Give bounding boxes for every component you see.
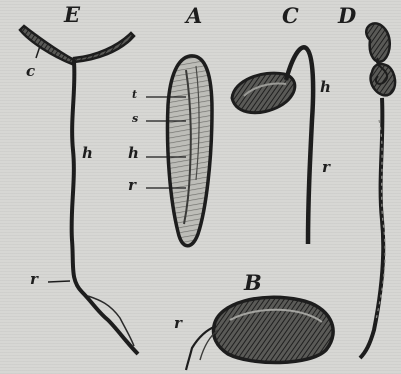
figure-e-hypocotyl <box>72 62 138 354</box>
figure-b-letter: B <box>244 272 262 293</box>
figure-d-letter: D <box>338 5 356 26</box>
figure-e-left-cotyledon <box>20 26 74 64</box>
figure-a-seed-section <box>146 56 212 246</box>
figure-a-label-s: s <box>132 113 138 124</box>
figure-d-upper-cotyledon <box>366 23 390 61</box>
figure-a-label-r: r <box>128 178 136 193</box>
figure-b-seed-body <box>214 297 334 362</box>
figure-c-letter: C <box>282 5 299 26</box>
figure-c-label-r: r <box>322 160 330 175</box>
figure-a-label-t: t <box>132 89 137 100</box>
figure-e-r-pointer <box>48 281 70 282</box>
figure-c-germinating-seed <box>232 47 313 244</box>
figure-e-seedling <box>20 26 138 354</box>
figure-e-label-r: r <box>30 272 38 287</box>
figure-e-letter: E <box>64 4 80 25</box>
figure-e-label-h: h <box>82 146 93 161</box>
figure-a-label-h: h <box>128 146 139 161</box>
figure-b-radicle <box>186 326 216 370</box>
figure-b-label-r: r <box>174 316 182 331</box>
figure-b-seed <box>186 297 333 370</box>
figure-e-c-pointer <box>36 46 40 58</box>
figure-a-letter: A <box>186 5 202 26</box>
figure-e-label-c: c <box>26 64 35 79</box>
figure-c-label-h: h <box>320 80 331 95</box>
figure-e-right-cotyledon <box>74 33 134 62</box>
figure-d-seedling <box>360 23 395 358</box>
figure-d-stem <box>360 98 383 358</box>
